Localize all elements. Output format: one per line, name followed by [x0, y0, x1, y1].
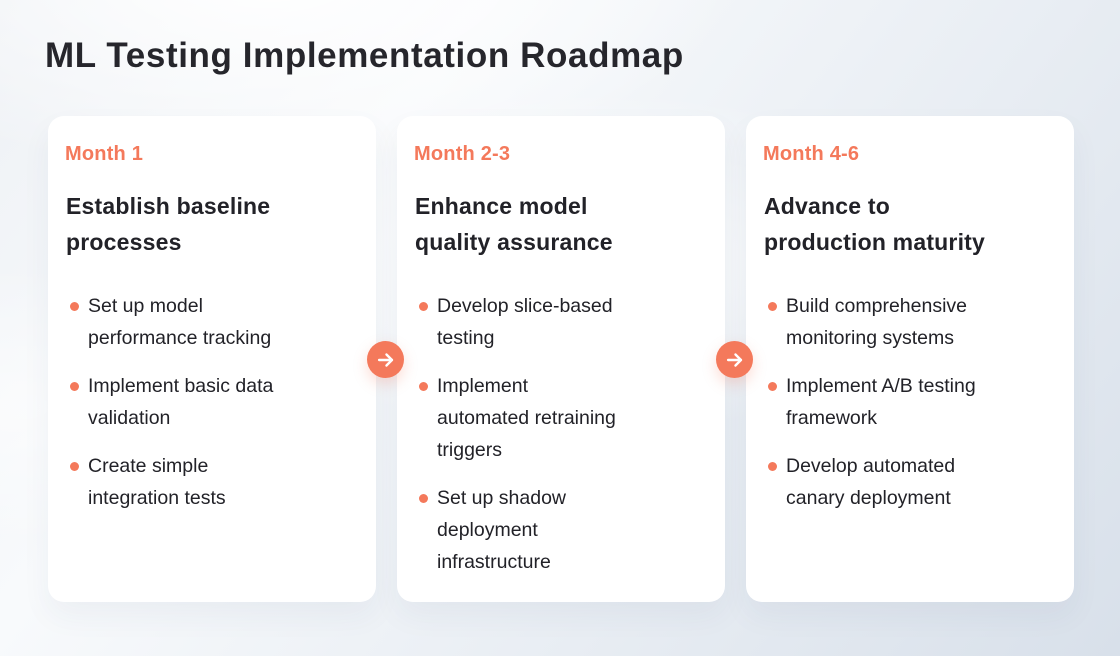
bullet-dot-icon — [70, 302, 79, 311]
list-item: Develop slice-based testing — [414, 290, 707, 354]
list-item-text: Develop slice-based testing — [437, 295, 613, 349]
list-item-text: Build comprehensive monitoring systems — [786, 295, 968, 349]
bullet-dot-icon — [768, 462, 777, 471]
bullet-dot-icon — [768, 382, 777, 391]
list-item-text: Set up model performance tracking — [88, 295, 272, 349]
list-item-text: Set up shadow deployment infrastructure — [437, 487, 567, 573]
card-heading: Enhance model quality assurance — [415, 193, 613, 255]
roadmap-columns: Month 1 Establish baseline processes Set… — [48, 116, 1074, 602]
list-item: Set up shadow deployment infrastructure — [414, 482, 707, 578]
bullet-dot-icon — [419, 302, 428, 311]
list-item: Build comprehensive monitoring systems — [763, 290, 1056, 354]
task-list: Set up model performance tracking Implem… — [65, 290, 358, 514]
card-heading: Establish baseline processes — [66, 193, 271, 255]
bullet-dot-icon — [419, 494, 428, 503]
roadmap-card-month-4-6: Month 4-6 Advance to production maturity… — [746, 116, 1074, 602]
list-item: Implement basic data validation — [65, 370, 358, 434]
month-label: Month 4-6 — [763, 143, 860, 165]
roadmap-card-month-1: Month 1 Establish baseline processes Set… — [48, 116, 376, 602]
page-title: ML Testing Implementation Roadmap — [45, 36, 684, 75]
list-item: Implement automated retraining triggers — [414, 370, 707, 466]
bullet-dot-icon — [70, 462, 79, 471]
list-item: Develop automated canary deployment — [763, 450, 1056, 514]
card-heading: Advance to production maturity — [764, 193, 986, 255]
bullet-dot-icon — [768, 302, 777, 311]
month-label: Month 1 — [65, 143, 144, 165]
arrow-right-icon — [726, 352, 742, 367]
month-label: Month 2-3 — [414, 143, 511, 165]
list-item: Implement A/B testing framework — [763, 370, 1056, 434]
list-item-text: Implement A/B testing framework — [786, 375, 976, 429]
arrow-right-icon — [377, 352, 393, 367]
roadmap-card-month-2-3: Month 2-3 Enhance model quality assuranc… — [397, 116, 725, 602]
task-list: Build comprehensive monitoring systems I… — [763, 290, 1056, 514]
bullet-dot-icon — [419, 382, 428, 391]
list-item-text: Implement basic data validation — [88, 375, 274, 429]
list-item-text: Develop automated canary deployment — [786, 455, 956, 509]
list-item: Set up model performance tracking — [65, 290, 358, 354]
bullet-dot-icon — [70, 382, 79, 391]
task-list: Develop slice-based testing Implement au… — [414, 290, 707, 578]
arrow-badge — [367, 341, 404, 378]
list-item-text: Implement automated retraining triggers — [437, 375, 616, 461]
list-item: Create simple integration tests — [65, 450, 358, 514]
list-item-text: Create simple integration tests — [88, 455, 226, 509]
arrow-badge — [716, 341, 753, 378]
